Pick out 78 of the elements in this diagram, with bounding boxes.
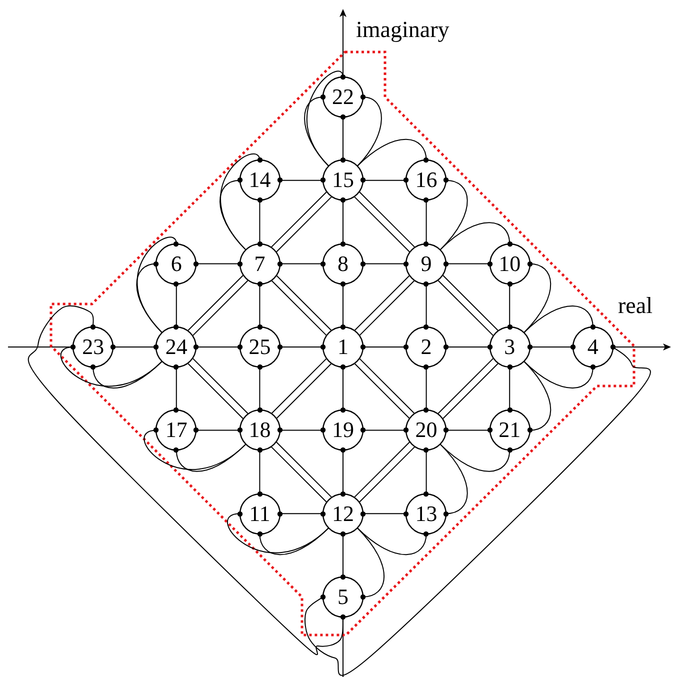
curved-connector — [220, 180, 246, 250]
node-number: 4 — [587, 336, 598, 358]
node-number: 7 — [254, 252, 266, 275]
node-number: 25 — [248, 336, 271, 358]
connector-line — [259, 450, 260, 494]
axis-label: imaginary — [356, 18, 450, 41]
node-number: 13 — [415, 502, 438, 525]
node-number: 24 — [165, 336, 188, 358]
curved-connector — [304, 346, 651, 676]
node-number: 23 — [82, 336, 104, 358]
connector-line — [196, 263, 240, 264]
node-number: 8 — [338, 252, 348, 275]
node-circle — [320, 74, 366, 120]
node-number: 21 — [498, 419, 521, 442]
node-circle — [236, 157, 283, 204]
node-circle — [153, 324, 200, 370]
curved-connector — [440, 222, 510, 250]
node-number: 3 — [504, 336, 516, 358]
node-circle — [486, 324, 533, 370]
node-circle — [403, 157, 450, 204]
curved-connector — [304, 96, 330, 167]
node-circle — [153, 240, 200, 287]
node-circle — [403, 407, 450, 454]
axis-label: real — [618, 294, 652, 317]
curved-connector — [60, 346, 163, 386]
node-number: 14 — [248, 169, 271, 192]
node-circle — [320, 324, 366, 370]
node-circle — [320, 240, 366, 287]
node-circle — [320, 490, 366, 537]
connector-line — [426, 200, 427, 244]
curved-connector — [523, 263, 552, 334]
node-circle — [236, 324, 283, 370]
node-number: 22 — [332, 86, 354, 108]
connector-line — [196, 430, 240, 431]
curved-connector — [440, 444, 510, 472]
curved-connector — [92, 360, 163, 389]
curved-connector — [523, 305, 594, 334]
node-circle — [403, 240, 450, 287]
node-circle — [70, 324, 116, 370]
connector-line — [446, 263, 490, 264]
connector-line — [446, 430, 490, 431]
node-circle — [403, 324, 450, 370]
curved-connector — [136, 263, 163, 334]
node-number: 12 — [332, 502, 354, 525]
node-circle — [236, 490, 283, 537]
connector-line — [259, 200, 260, 244]
node-number: 18 — [248, 419, 271, 442]
curved-connector — [356, 527, 427, 556]
curved-connector — [356, 138, 427, 167]
node-number: 1 — [338, 336, 348, 358]
node-circle — [570, 324, 616, 370]
curved-connector — [28, 305, 344, 656]
node-circle — [403, 490, 450, 537]
connector-line — [426, 450, 427, 494]
node-circle — [236, 407, 283, 454]
node-circle — [320, 407, 366, 454]
node-circle — [320, 157, 366, 204]
node-circle — [153, 407, 200, 454]
curved-connector — [176, 444, 246, 472]
node-number: 17 — [165, 419, 188, 442]
node-circle — [236, 240, 283, 287]
curved-connector — [356, 527, 385, 598]
node-circle — [486, 240, 533, 287]
node-number: 9 — [420, 252, 432, 275]
node-number: 2 — [420, 336, 432, 358]
node-number: 6 — [170, 252, 182, 275]
node-number: 20 — [415, 419, 438, 442]
node-circle — [320, 574, 366, 620]
node-number: 5 — [338, 586, 348, 608]
node-number: 16 — [415, 169, 438, 192]
curved-connector — [306, 70, 344, 167]
curved-connector — [259, 527, 330, 556]
node-number: 15 — [332, 169, 354, 192]
curved-connector — [523, 360, 552, 431]
node-number: 11 — [249, 502, 270, 525]
node-number: 19 — [332, 419, 354, 442]
node-circle — [486, 407, 533, 454]
node-number: 10 — [498, 252, 521, 275]
